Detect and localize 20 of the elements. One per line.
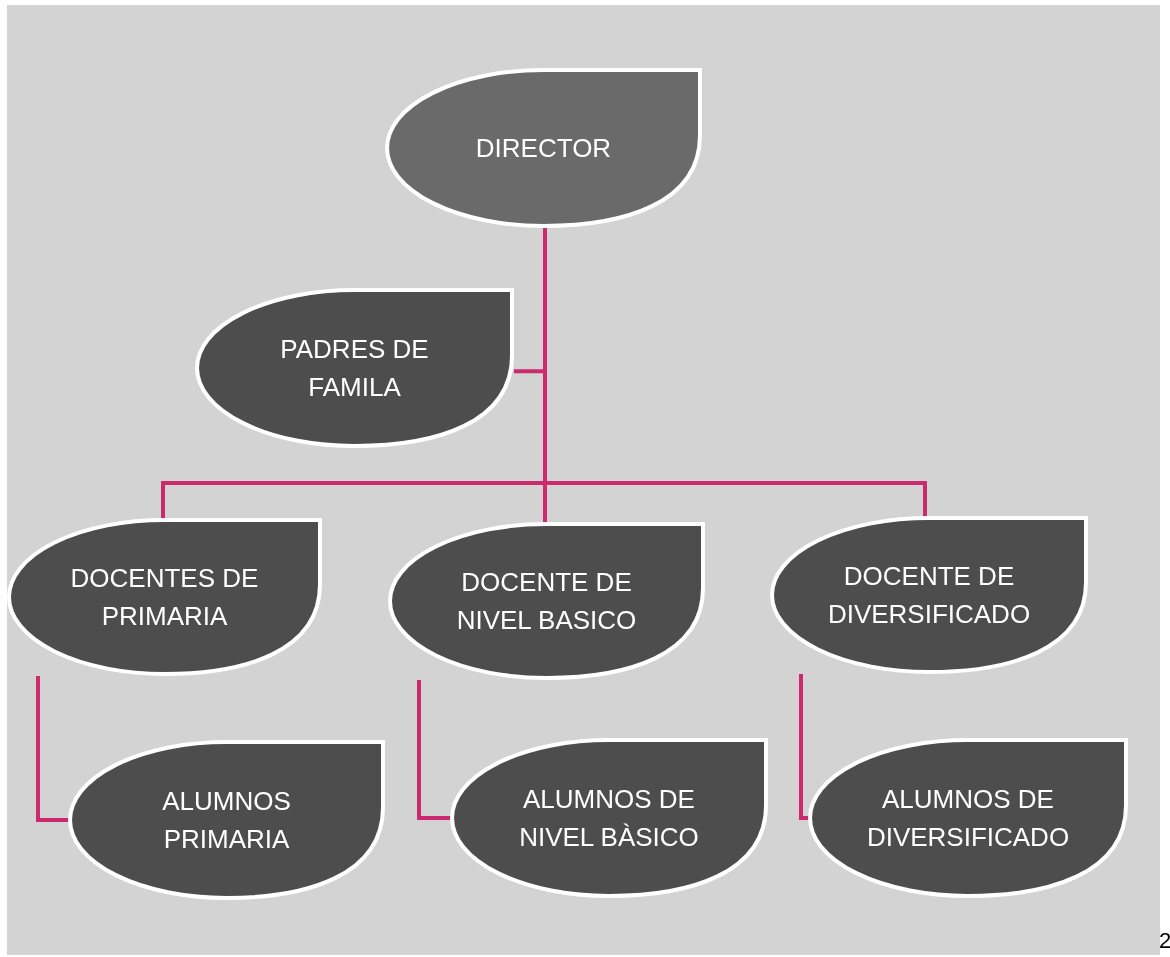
teardrop-node [808, 738, 1128, 898]
connector-line [799, 674, 809, 820]
page-number: 2 [1159, 928, 1170, 954]
teardrop-node [770, 516, 1088, 674]
node-label: DOCENTES DE PRIMARIA [69, 562, 260, 633]
teardrop-node [195, 288, 514, 448]
node-label: ALUMNOS PRIMARIA [161, 785, 292, 856]
node-label: DOCENTE DE NIVEL BASICO [455, 566, 638, 637]
teardrop-node [7, 518, 322, 676]
teardrop-node [388, 522, 705, 680]
node-label: DIRECTOR [475, 132, 612, 165]
teardrop-node [450, 738, 768, 898]
node-label: ALUMNOS DE NIVEL BÀSICO [518, 783, 700, 854]
node-label: DOCENTE DE DIVERSIFICADO [826, 560, 1032, 631]
teardrop-node [385, 68, 702, 228]
node-label: ALUMNOS DE DIVERSIFICADO [865, 783, 1071, 854]
connector-line [417, 680, 451, 820]
teardrop-node [68, 740, 385, 900]
connector-line [36, 676, 69, 822]
node-label: PADRES DE FAMILA [279, 333, 430, 404]
